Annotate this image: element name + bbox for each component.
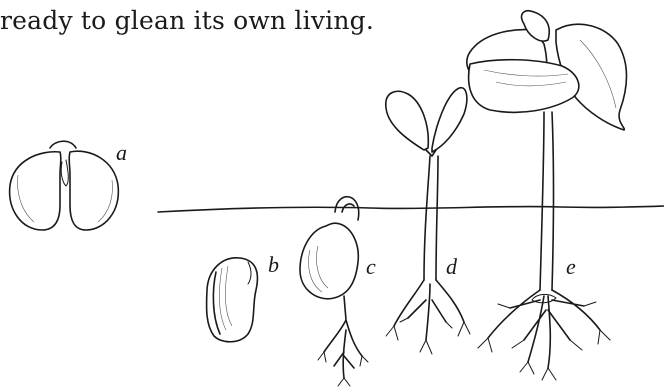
label-b: b <box>268 252 279 277</box>
seed-open-illustration <box>10 141 119 230</box>
label-c: c <box>366 254 376 279</box>
germinating-bean-illustration <box>300 197 368 386</box>
mature-seedling-illustration <box>467 11 627 380</box>
label-a: a <box>116 140 127 165</box>
bean-seed-illustration <box>207 258 258 342</box>
label-d: d <box>446 254 458 279</box>
soil-line <box>158 206 664 212</box>
young-seedling-illustration <box>386 88 470 354</box>
label-e: e <box>566 254 576 279</box>
